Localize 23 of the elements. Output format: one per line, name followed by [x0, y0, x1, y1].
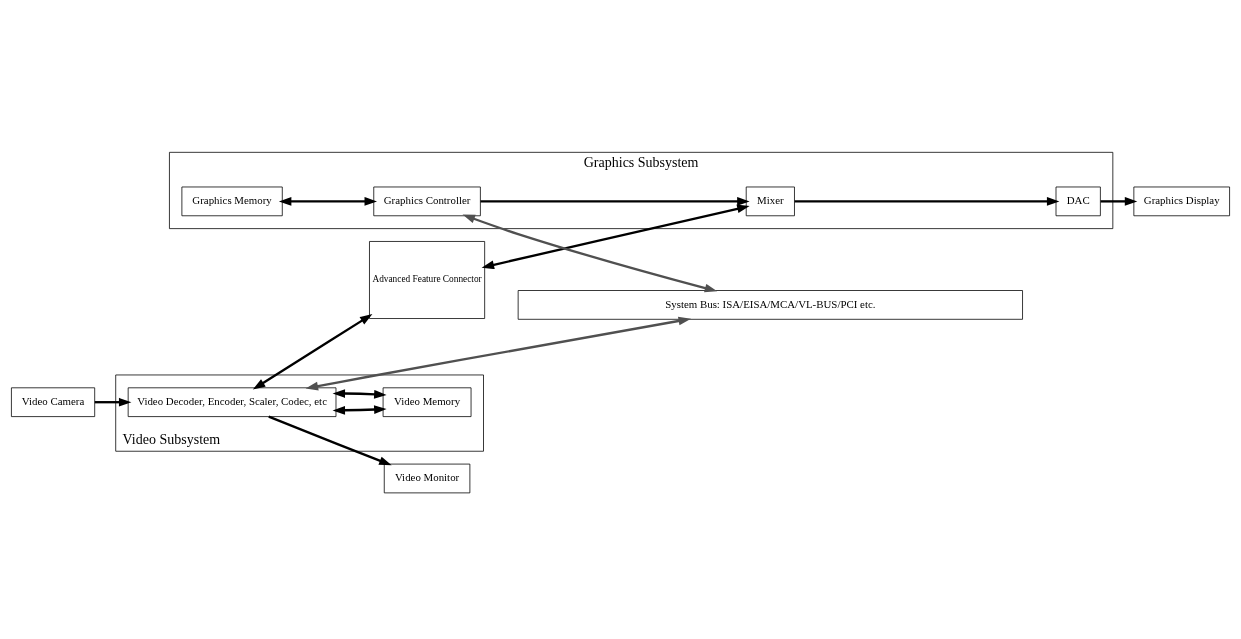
arrow: [252, 314, 373, 390]
arrow: [268, 415, 392, 466]
arrow: [278, 197, 377, 206]
node-box: System Bus: ISA/EISA/MCA/VL-BUS/PCI etc.: [517, 290, 1023, 320]
arrow: [462, 214, 718, 293]
node-box: Graphics Display: [1133, 186, 1230, 217]
arrow: [94, 397, 132, 407]
node-box: Graphics Controller: [373, 186, 481, 217]
node-box: DAC: [1055, 186, 1101, 217]
node-box: Graphics Memory: [181, 186, 283, 217]
node-box: Advanced Feature Connector: [369, 241, 486, 319]
arrow: [794, 197, 1060, 206]
node-box: Video Memory: [382, 387, 472, 417]
node-box: Mixer: [745, 186, 795, 217]
arrow: [481, 204, 750, 270]
arrow: [1100, 197, 1138, 206]
node-box: Video Camera: [11, 387, 96, 417]
arrow: [305, 316, 691, 391]
arrow: [332, 405, 387, 415]
arrow: [332, 389, 387, 399]
node-box: Video Decoder, Encoder, Scaler, Codec, etc: [127, 387, 337, 417]
arrow: [480, 197, 750, 206]
node-box: Video Monitor: [383, 463, 471, 494]
